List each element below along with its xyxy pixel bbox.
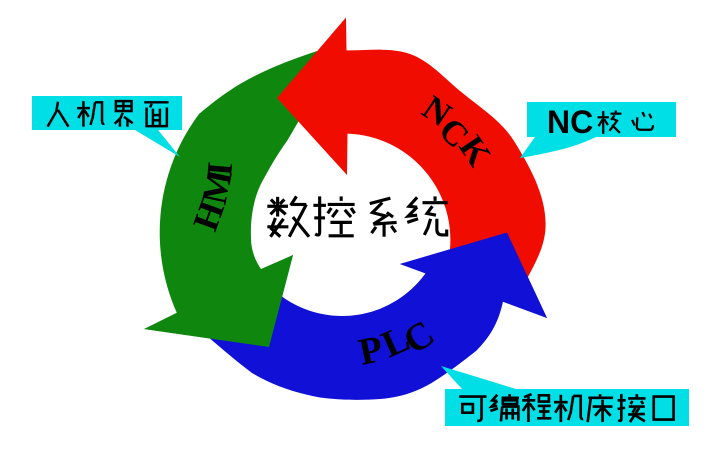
svg-text:M: M xyxy=(194,166,240,208)
svg-text:I: I xyxy=(199,160,240,177)
svg-text:NC: NC xyxy=(547,104,593,140)
